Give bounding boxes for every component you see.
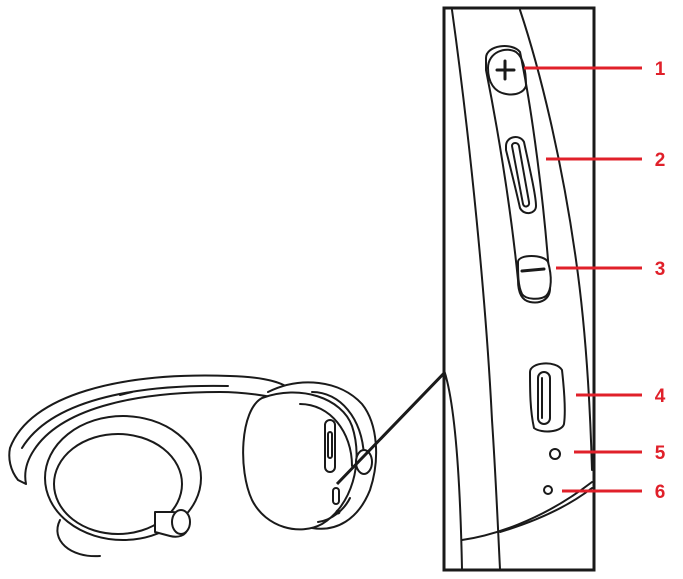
headband-edge [519, 9, 593, 471]
volume-up-button [487, 48, 527, 96]
left-ear-cup [44, 415, 202, 558]
detail-view [442, 6, 596, 572]
usb-c-port [529, 362, 566, 433]
upper-indicator-hole [549, 448, 561, 460]
right-ear-cup [242, 381, 378, 531]
lower-indicator-hole [543, 485, 553, 495]
headphones-illustration [8, 374, 378, 558]
detail-connector-line [335, 366, 451, 486]
callout-lines [524, 66, 642, 493]
volume-down-button [517, 255, 552, 300]
button-rocker-body [485, 45, 552, 304]
callout-number-3: 3 [655, 259, 666, 280]
callout-number-5: 5 [655, 443, 666, 464]
multifunction-button [505, 136, 537, 214]
callout-number-6: 6 [655, 482, 666, 503]
callout-number-1: 1 [655, 59, 666, 80]
minus-icon [520, 267, 546, 273]
headband [8, 374, 293, 485]
earcup-outer-edge [451, 9, 501, 570]
plus-icon [495, 59, 516, 81]
earcup-inner-edge [443, 369, 463, 570]
housing-bottom-edge [461, 481, 593, 541]
callout-number-4: 4 [655, 386, 666, 407]
callout-numbers: 1 2 3 4 5 6 [655, 59, 666, 503]
callout-number-2: 2 [655, 150, 666, 171]
